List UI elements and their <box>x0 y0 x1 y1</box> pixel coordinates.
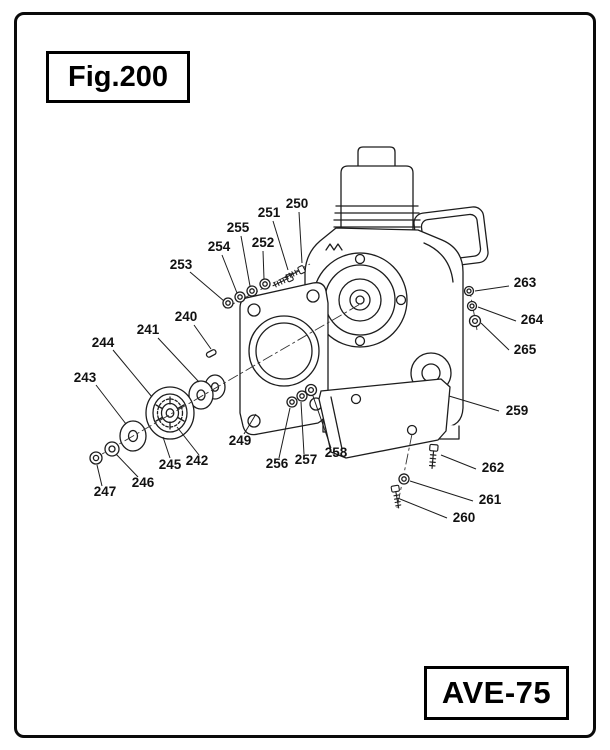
clutch-drum <box>145 386 195 440</box>
part-label-252: 252 <box>252 235 275 250</box>
nut-263 <box>463 285 475 297</box>
figure-number-box: Fig.200 <box>46 51 190 103</box>
cylinder-cap <box>357 146 396 167</box>
washer-252 <box>259 278 271 290</box>
part-label-241: 241 <box>137 322 160 337</box>
part-label-261: 261 <box>479 492 502 507</box>
clutch-group <box>119 349 226 452</box>
part-label-240: 240 <box>175 309 198 324</box>
part-label-244: 244 <box>92 335 115 350</box>
part-label-243: 243 <box>74 370 97 385</box>
part-label-242: 242 <box>186 453 209 468</box>
leader-lines <box>95 211 517 519</box>
washer-255 <box>246 285 258 297</box>
cylinder-head <box>340 165 414 231</box>
fasteners <box>89 264 482 510</box>
part-label-247: 247 <box>94 484 117 499</box>
washer-261 <box>398 473 410 485</box>
part-label-265: 265 <box>514 342 537 357</box>
part-label-249: 249 <box>229 433 252 448</box>
part-label-245: 245 <box>159 457 182 472</box>
crank-boss <box>312 252 408 348</box>
part-label-257: 257 <box>295 452 318 467</box>
engine-assembly <box>304 146 489 440</box>
bolt-262 <box>427 443 439 470</box>
spring-detail <box>325 243 343 251</box>
part-label-258: 258 <box>325 445 348 460</box>
part-label-264: 264 <box>521 312 544 327</box>
part-label-260: 260 <box>453 510 476 525</box>
part-label-253: 253 <box>170 257 193 272</box>
part-label-251: 251 <box>258 205 281 220</box>
mounting-plate <box>239 282 329 436</box>
washer-246 <box>104 441 120 457</box>
part-label-246: 246 <box>132 475 155 490</box>
part-label-263: 263 <box>514 275 537 290</box>
part-label-259: 259 <box>506 403 529 418</box>
washer-257 <box>296 390 308 402</box>
part-label-250: 250 <box>286 196 309 211</box>
part-labels: 240 241 242 243 244 245 246 247 249 250 … <box>74 196 544 525</box>
part-label-254: 254 <box>208 239 231 254</box>
lock-washer-264 <box>466 300 478 312</box>
washer-265 <box>468 314 482 328</box>
washer-256 <box>286 396 298 408</box>
washer-258 <box>304 383 318 397</box>
figure-number: Fig.200 <box>68 60 168 93</box>
part-label-255: 255 <box>227 220 250 235</box>
model-number: AVE-75 <box>441 675 552 710</box>
washer-253 <box>222 297 234 309</box>
model-number-box: AVE-75 <box>424 666 569 720</box>
part-label-256: 256 <box>266 456 289 471</box>
guard-bracket <box>318 378 451 459</box>
part-label-262: 262 <box>482 460 505 475</box>
washers-241 <box>188 374 226 410</box>
key-240 <box>205 349 217 358</box>
nut-247 <box>89 451 103 465</box>
washer-254 <box>234 291 246 303</box>
